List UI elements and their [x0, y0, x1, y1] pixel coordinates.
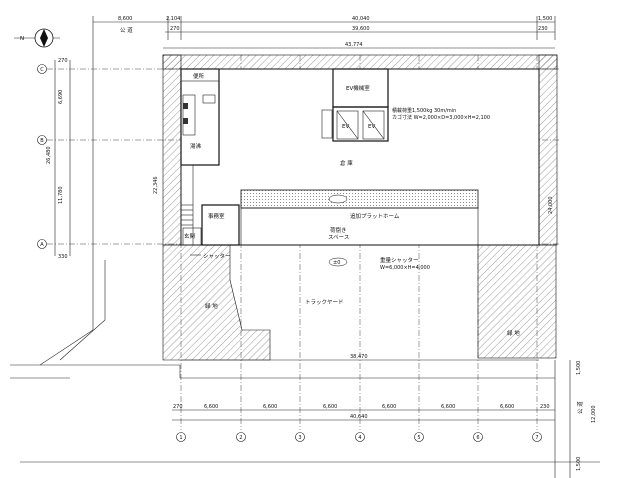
added-platform: 追加プラットホーム 荷捌き スペース: [240, 189, 479, 246]
dim-yard: 38,470: [350, 354, 368, 360]
ev-spec-line-2: カゴ寸法 W=2,000×D=3,000×H=2,100: [392, 114, 490, 121]
column-bubble-2: 2: [239, 435, 242, 441]
column-bubble-4: 4: [358, 435, 361, 441]
right-road-dimensions: 1,500 12,000 1,500 公 道: [576, 361, 597, 471]
dim-top-3: 40,040: [352, 16, 370, 22]
top-dimensions: 8,600 2,104 40,040 1,500 270 39,600 230 …: [92, 16, 556, 80]
dim-top-4: 1,500: [538, 16, 552, 22]
dim-top-5: 270: [170, 26, 180, 32]
dim-bottom-6: 6,600: [500, 404, 514, 410]
dim-left-top: 270: [58, 58, 68, 64]
left-road: [10, 80, 106, 379]
dim-bottom-total: 40,640: [350, 414, 368, 420]
road-right-label: 公 道: [576, 401, 584, 414]
dim-bottom-2: 6,600: [263, 404, 277, 410]
truck-yard-label: トラックヤード: [305, 299, 344, 306]
dim-side-1: 1,500: [576, 361, 582, 375]
ev-left-label: EV: [342, 124, 349, 130]
platform-label: 追加プラットホーム: [350, 212, 400, 220]
north-arrow-icon: N: [14, 28, 60, 48]
column-bubble-7: 7: [535, 435, 538, 441]
dim-left-3: 11,780: [58, 187, 64, 205]
green-area-left: 緑 地: [162, 244, 271, 361]
ev-spec-line-1: 積載荷重1,500kg 30m/min: [392, 107, 456, 114]
heavy-shutter-label: 重量シャッター: [380, 256, 419, 264]
dim-bottom-5: 6,600: [441, 404, 455, 410]
loading-space-label-2: スペース: [328, 234, 349, 241]
bottom-dimensions: 270 6,600 6,600 6,600 6,600 6,600 6,600 …: [172, 404, 555, 421]
ev-mechanical-room-label: EV機械室: [346, 84, 370, 92]
dim-top-7: 230: [538, 26, 548, 32]
dim-bottom-3: 6,600: [323, 404, 337, 410]
shutter-notes: シャッター ±0 重量シャッター W=6,000×H=4,000: [190, 252, 430, 271]
toilet-label: 便所: [193, 72, 205, 80]
column-bubble-5: 5: [417, 435, 420, 441]
pantry-label: 湯沸: [190, 142, 202, 150]
column-bubble-6: 6: [476, 435, 479, 441]
building-wall: [162, 54, 558, 246]
elevator-core: EV機械室 EV EV 積載荷重1,500kg 30m/min カゴ寸法 W=2…: [321, 68, 490, 142]
dim-right-1: 24,000: [548, 197, 554, 215]
north-label: N: [20, 36, 24, 42]
ev-right-label: EV: [368, 124, 375, 130]
dim-top-1: 8,600: [118, 16, 132, 22]
dim-top-6: 39,600: [352, 26, 370, 32]
column-bubble-1: 1: [179, 435, 182, 441]
green-area-right: 緑 地: [477, 244, 557, 359]
level-tag: ±0: [333, 260, 340, 266]
dim-top-2: 2,104: [166, 16, 180, 22]
loading-space-label-1: 荷捌き: [330, 226, 347, 234]
warehouse-label: 倉 庫: [340, 159, 353, 167]
dim-bottom-4: 6,600: [382, 404, 396, 410]
row-bubble-b: B: [40, 138, 44, 144]
dim-top-inner: 43,774: [345, 42, 363, 48]
row-bubble-c: C: [40, 67, 44, 73]
dim-bottom-7: 230: [540, 404, 550, 410]
dim-bottom-0: 270: [173, 404, 183, 410]
dim-left-1: 6,690: [58, 90, 64, 104]
green-left-label: 緑 地: [205, 302, 218, 310]
shutter-label: シャッター: [203, 252, 231, 260]
entrance-label: 玄関: [184, 232, 196, 240]
road-left-label: 公 道: [120, 26, 133, 34]
green-right-label: 緑 地: [507, 329, 520, 337]
bottom-road: [40, 360, 571, 478]
dim-left-4: 22,346: [153, 177, 159, 195]
dim-bottom-1: 6,600: [204, 404, 218, 410]
dim-left-2: 26,480: [46, 147, 52, 165]
row-bubble-a: A: [40, 242, 44, 248]
heavy-shutter-size: W=6,000×H=4,000: [380, 265, 430, 271]
dim-left-bottom: 330: [58, 254, 68, 260]
column-bubble-3: 3: [298, 435, 301, 441]
left-dimensions: 6,690 26,480 11,780 22,346 270 330: [46, 58, 159, 260]
column-bubbles: 1 2 3 4 5 6 7: [176, 432, 542, 442]
office-label: 事務室: [208, 212, 225, 220]
dim-side-3: 1,500: [576, 457, 582, 471]
dim-side-2: 12,000: [591, 406, 597, 424]
service-core: 便所 湯沸 事務室 玄関: [180, 68, 240, 246]
